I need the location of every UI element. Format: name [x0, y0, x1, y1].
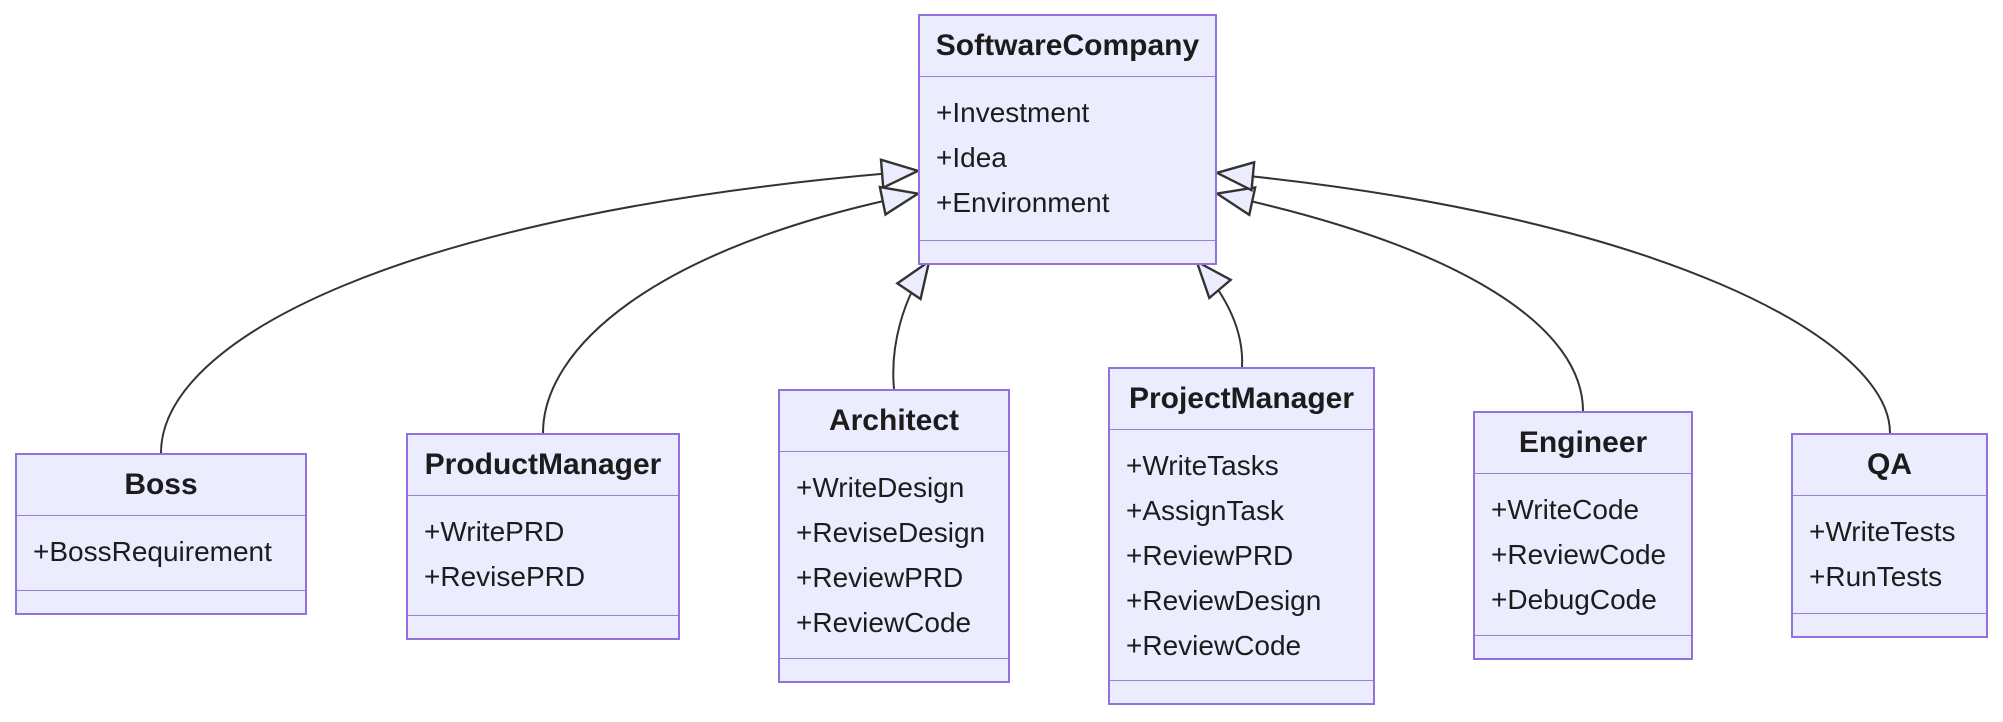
- class-attribute: +ReviewPRD: [1126, 540, 1294, 571]
- class-methods-empty-compartment: [780, 658, 1008, 681]
- class-attributes: +WriteTests +RunTests: [1793, 495, 1986, 613]
- class-attribute: +RunTests: [1809, 561, 1943, 592]
- class-box-productmanager: ProductManager +WritePRD +RevisePRD: [406, 433, 680, 640]
- class-title-projectmanager: ProjectManager: [1128, 382, 1355, 415]
- class-attribute: +ReviewPRD: [796, 562, 964, 593]
- class-box-boss: Boss +BossRequirement: [15, 453, 307, 615]
- class-title-boss: Boss: [124, 468, 198, 501]
- class-title-architect: Architect: [828, 404, 960, 437]
- class-attribute: +AssignTask: [1126, 495, 1284, 526]
- class-attributes: +Investment +Idea +Environment: [920, 76, 1215, 240]
- class-box-projectmanager: ProjectManager +WriteTasks +AssignTask +Rev…: [1108, 367, 1375, 705]
- inheritance-edge-boss-softwarecompany: [160, 171, 916, 454]
- class-attributes: +WriteCode +ReviewCode +DebugCode: [1475, 473, 1691, 635]
- class-attribute: +DebugCode: [1491, 584, 1657, 615]
- class-attribute: +RevisePRD: [424, 561, 586, 592]
- class-attribute: +WriteTests: [1809, 516, 1956, 547]
- class-attributes: +WriteDesign +ReviseDesign +ReviewPRD +Revi…: [780, 451, 1008, 658]
- class-methods-empty-compartment: [1793, 613, 1986, 636]
- class-attribute: +ReviewDesign: [1126, 585, 1322, 616]
- inheritance-edge-qa-softwarecompany: [1219, 173, 1891, 434]
- class-attribute: +WritePRD: [424, 516, 565, 547]
- class-attribute: +Investment: [936, 97, 1090, 128]
- class-attribute: +WriteTasks: [1126, 450, 1279, 481]
- class-methods-empty-compartment: [1475, 635, 1691, 658]
- class-box-softwarecompany: SoftwareCompany +Investment +Idea +Environm…: [918, 14, 1217, 265]
- class-attributes: +BossRequirement: [17, 515, 305, 590]
- inheritance-edge-projectmanager-softwarecompany: [1198, 263, 1244, 368]
- class-title-qa: QA: [1867, 448, 1912, 481]
- class-attributes: +WriteTasks +AssignTask +ReviewPRD +ReviewD…: [1110, 429, 1373, 680]
- class-attribute: +ReviewCode: [1491, 539, 1667, 570]
- class-box-architect: Architect +WriteDesign +ReviseDesign +Revie…: [778, 389, 1010, 683]
- class-box-engineer: Engineer +WriteCode +ReviewCode +DebugCode: [1473, 411, 1693, 660]
- class-methods-empty-compartment: [920, 240, 1215, 263]
- class-methods-empty-compartment: [17, 590, 305, 613]
- class-attribute: +Environment: [936, 187, 1110, 218]
- class-title-softwarecompany: SoftwareCompany: [935, 29, 1200, 62]
- class-methods-empty-compartment: [408, 615, 678, 638]
- class-attributes: +WritePRD +RevisePRD: [408, 495, 678, 615]
- class-attribute: +WriteCode: [1491, 494, 1640, 525]
- class-attribute: +WriteDesign: [796, 472, 965, 503]
- class-methods-empty-compartment: [1110, 680, 1373, 703]
- inheritance-edge-engineer-softwarecompany: [1219, 194, 1584, 412]
- class-attribute: +BossRequirement: [33, 536, 272, 567]
- class-attribute: +Idea: [936, 142, 1007, 173]
- inheritance-edge-productmanager-softwarecompany: [542, 194, 916, 434]
- class-box-qa: QA +WriteTests +RunTests: [1791, 433, 1988, 638]
- inheritance-edge-architect-softwarecompany: [892, 263, 928, 390]
- class-title-productmanager: ProductManager: [424, 448, 662, 481]
- class-title-engineer: Engineer: [1518, 426, 1648, 459]
- class-attribute: +ReviseDesign: [796, 517, 986, 548]
- class-attribute: +ReviewCode: [796, 607, 972, 638]
- class-attribute: +ReviewCode: [1126, 630, 1302, 661]
